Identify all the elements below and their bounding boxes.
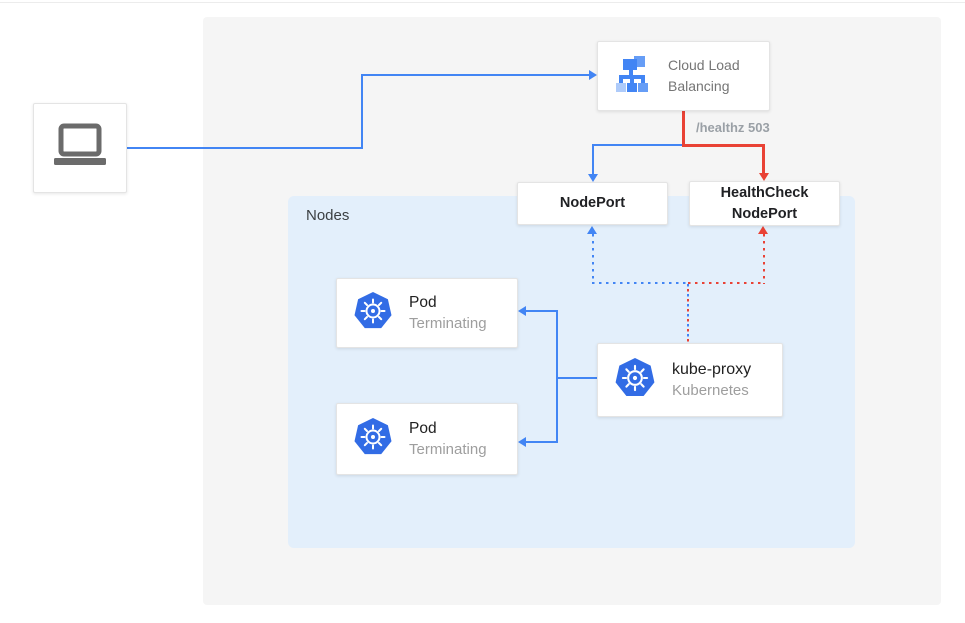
pod-top-subtitle: Terminating — [409, 315, 487, 333]
arrowhead-into-healthcheck-nodeport — [759, 173, 769, 181]
nodeport-label: NodePort — [559, 195, 626, 212]
kube-proxy-title: kube-proxy — [672, 361, 752, 379]
edge-kube-proxy-vertical — [556, 310, 558, 443]
nodeport-node: NodePort — [517, 182, 668, 225]
dotted-red-horizontal — [688, 282, 765, 284]
laptop-icon — [51, 123, 109, 174]
pod-bottom-subtitle: Terminating — [409, 441, 487, 459]
healthcheck-nodeport-label: HealthCheck NodePort — [720, 185, 809, 222]
edge-client-to-lb-vertical — [361, 74, 363, 149]
cloud-load-balancing-label: Cloud Load Balancing — [668, 57, 740, 94]
edge-to-pod-top — [526, 310, 558, 312]
kubernetes-icon — [353, 417, 393, 462]
client-node — [33, 103, 127, 193]
dotted-arrowhead-into-nodeport — [587, 226, 597, 234]
kubernetes-icon — [353, 291, 393, 336]
dotted-mixed-vertical-from-kube-proxy — [687, 284, 689, 343]
cloud-load-balancing-node: Cloud Load Balancing — [597, 41, 770, 111]
edge-down-to-nodeport — [592, 144, 594, 175]
pod-top-title: Pod — [409, 293, 437, 311]
healthz-status-label: /healthz 503 — [696, 120, 770, 135]
edge-client-to-lb-horizontal-2 — [361, 74, 589, 76]
pod-bottom-node: Pod Terminating — [336, 403, 518, 475]
edge-client-to-lb-horizontal — [126, 147, 362, 149]
pod-top-node: Pod Terminating — [336, 278, 518, 348]
kube-proxy-node: kube-proxy Kubernetes — [597, 343, 783, 417]
kubernetes-icon — [614, 357, 656, 404]
dotted-arrowhead-into-healthcheck-nodeport — [758, 226, 768, 234]
arrowhead-into-pod-top — [518, 306, 526, 316]
edge-to-pod-bottom — [526, 441, 558, 443]
pod-bottom-title: Pod — [409, 419, 437, 437]
dotted-blue-vertical-to-nodeport — [592, 234, 594, 284]
cloud-load-balancing-icon — [613, 55, 653, 98]
edge-split-left-blue — [592, 144, 683, 146]
page-top-divider — [0, 2, 965, 3]
arrowhead-into-load-balancer — [589, 70, 597, 80]
edge-lb-down-red — [682, 111, 685, 146]
edge-split-right-red — [682, 144, 765, 147]
arrowhead-into-nodeport — [588, 174, 598, 182]
dotted-red-vertical-to-healthcheck — [763, 234, 765, 284]
dotted-blue-horizontal — [592, 282, 689, 284]
nodes-group-label: Nodes — [306, 207, 350, 224]
healthcheck-nodeport-node: HealthCheck NodePort — [689, 181, 840, 226]
edge-kube-proxy-out — [556, 377, 597, 379]
kube-proxy-subtitle: Kubernetes — [672, 382, 749, 400]
arrowhead-into-pod-bottom — [518, 437, 526, 447]
edge-down-to-healthcheck — [762, 144, 765, 174]
